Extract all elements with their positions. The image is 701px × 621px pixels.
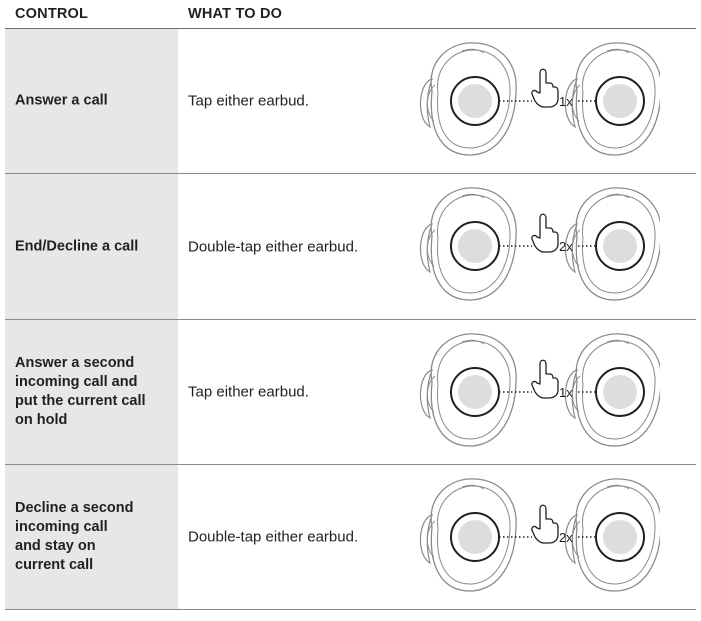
action-text: Double-tap either earbud. [188,238,359,255]
right-earbud [564,478,660,592]
control-column-header: CONTROL [15,6,89,22]
action-text: Double-tap either earbud. [188,528,359,546]
control-cell: Answer a call [5,29,178,173]
earbuds-tap-illustration: 2x [419,187,660,301]
tap-count-label: 2x [559,239,573,254]
earbuds-tap-illustration: 2x [419,478,660,592]
left-earbud [419,42,517,156]
tap-hand-icon [531,504,559,544]
control-label: Answer a second incoming call and put th… [15,355,146,428]
table-row: Answer a call Tap either earbud. 1x [5,29,696,174]
left-earbud [419,187,517,301]
tap-hand-icon [531,213,559,253]
action-text: Tap either earbud. [188,383,309,401]
action-text: Tap either earbud. [188,92,309,110]
earbuds-tap-illustration: 1x [419,42,660,156]
left-earbud [419,478,517,592]
control-label: Answer a call [15,92,108,109]
control-label: End/Decline a call [15,238,139,254]
control-cell: End/Decline a call [5,174,178,319]
tap-count-label: 1x [559,94,573,109]
tap-count-label: 2x [559,530,573,545]
what-to-do-column-header: WHAT TO DO [188,6,283,22]
right-earbud [564,333,660,447]
table-row: Decline a second incoming call and stay … [5,465,696,610]
tap-count-label: 1x [559,385,573,400]
right-earbud [564,42,660,156]
earbuds-tap-illustration: 1x [419,333,660,447]
tap-hand-icon [531,359,559,399]
table-row: End/Decline a call Double-tap either ear… [5,174,696,320]
tap-hand-icon [531,68,559,108]
control-label: Decline a second incoming call and stay … [15,500,134,573]
left-earbud [419,333,517,447]
table-row: Answer a second incoming call and put th… [5,320,696,465]
control-cell: Answer a second incoming call and put th… [5,320,178,464]
table-header: CONTROL WHAT TO DO [5,0,696,29]
control-cell: Decline a second incoming call and stay … [5,465,178,609]
right-earbud [564,187,660,301]
